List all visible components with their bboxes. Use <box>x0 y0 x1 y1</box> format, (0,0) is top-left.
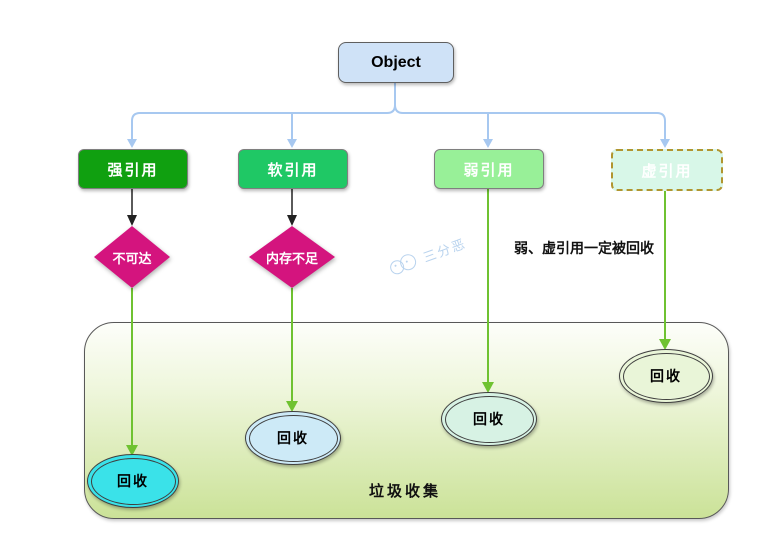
arrowhead-phantom <box>660 139 670 148</box>
phantom-reference-node: 虚引用 <box>611 149 723 191</box>
unreachable-condition-node: 不可达 <box>94 226 170 288</box>
arrowhead-collect-phantom <box>659 339 671 350</box>
phantom-reference-label: 虚引用 <box>641 162 693 180</box>
garbage-collection-container <box>84 322 729 519</box>
recycle-ellipse-weak-inner: 回收 <box>444 395 534 443</box>
oom-diamond-shape: 内存不足 <box>249 226 335 288</box>
recycle-ellipse-soft-inner: 回收 <box>248 414 338 462</box>
recycle-label-soft: 回收 <box>277 430 309 446</box>
recycle-ellipse-soft: 回收 <box>245 411 341 465</box>
unreachable-diamond-shape: 不可达 <box>94 226 170 288</box>
branch-left <box>131 81 396 140</box>
recycle-label-strong: 回收 <box>117 473 149 489</box>
arrowhead-strong <box>127 139 137 148</box>
strong-reference-node: 强引用 <box>78 149 188 189</box>
weak-reference-label: 弱引用 <box>463 161 515 179</box>
weak-reference-node: 弱引用 <box>434 149 544 189</box>
oom-condition-node: 内存不足 <box>249 226 335 288</box>
object-node: Object <box>338 42 454 83</box>
recycle-ellipse-phantom-inner: 回收 <box>622 352 710 400</box>
collect-arrowheads <box>126 339 671 456</box>
garbage-collection-label: 垃圾收集 <box>368 483 441 500</box>
arrowhead-oom <box>287 215 297 226</box>
recycle-ellipse-strong-inner: 回收 <box>90 457 176 505</box>
branch-arrowheads <box>127 139 670 148</box>
strong-reference-label: 强引用 <box>107 161 159 179</box>
arrowhead-collect-strong <box>126 445 138 456</box>
recycle-ellipse-weak: 回收 <box>441 392 537 446</box>
weak-phantom-annotation: 弱、虚引用一定被回收 <box>514 240 654 256</box>
arrowhead-collect-weak <box>482 382 494 393</box>
branch-right <box>394 104 666 140</box>
soft-reference-label: 软引用 <box>267 161 319 179</box>
soft-reference-node: 软引用 <box>238 149 348 189</box>
recycle-ellipse-phantom: 回收 <box>619 349 713 403</box>
object-branch-connector <box>131 81 666 140</box>
oom-condition-label: 内存不足 <box>265 250 318 266</box>
recycle-label-weak: 回收 <box>473 411 505 427</box>
recycle-label-phantom: 回收 <box>650 368 682 384</box>
arrowhead-weak <box>483 139 493 148</box>
condition-arrowheads <box>127 215 297 226</box>
unreachable-condition-label: 不可达 <box>112 250 152 266</box>
collect-arrows <box>131 188 666 446</box>
arrowhead-collect-soft <box>286 401 298 412</box>
condition-arrows <box>131 188 293 216</box>
recycle-ellipse-strong: 回收 <box>87 454 179 508</box>
arrowhead-unreachable <box>127 215 137 226</box>
object-node-label: Object <box>371 53 421 71</box>
arrowhead-soft <box>287 139 297 148</box>
